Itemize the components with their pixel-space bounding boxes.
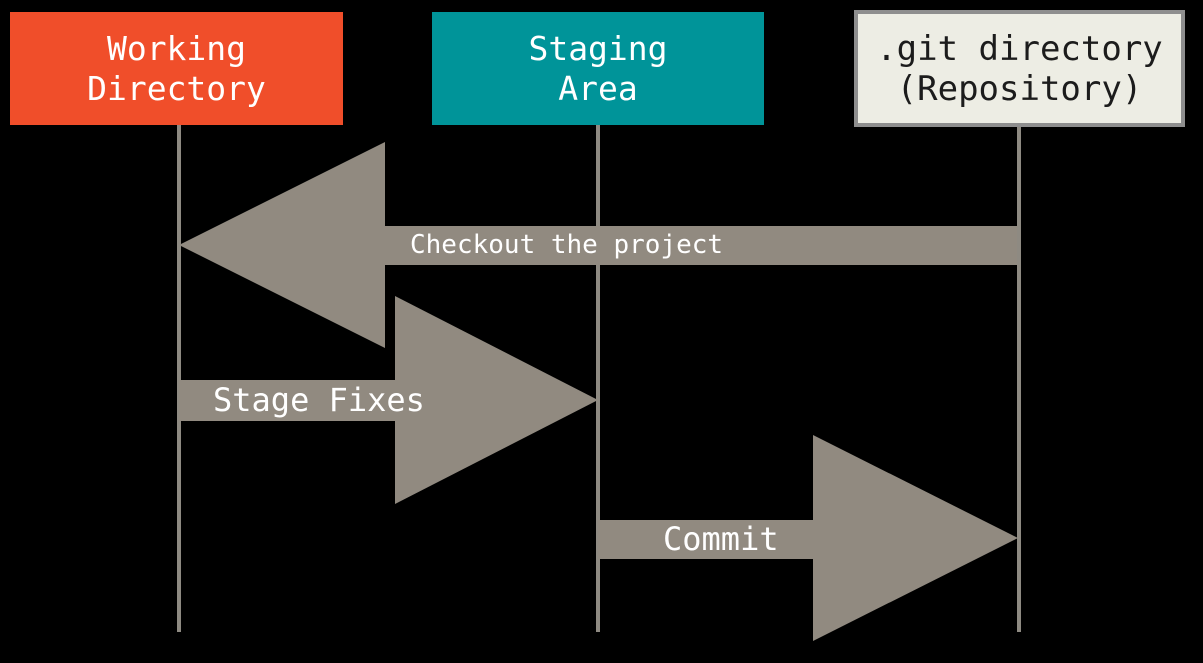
working-directory-label-line1: Working	[106, 28, 247, 68]
checkout-arrow-label: Checkout the project	[410, 230, 724, 260]
staging-area-label-line2: Area	[558, 68, 638, 108]
stage-fixes-arrow-shaft	[179, 380, 396, 421]
git-directory-box: .git directory (Repository)	[854, 10, 1185, 127]
git-directory-label-line2: (Repository)	[896, 68, 1143, 109]
stage-fixes-arrow-head	[395, 296, 598, 504]
working-directory-lifeline	[177, 125, 181, 632]
staging-area-label-line1: Staging	[528, 28, 668, 68]
checkout-arrow-shaft: Checkout the project	[384, 226, 1017, 265]
checkout-arrow-head	[179, 142, 385, 348]
stage-fixes-arrow-label: Stage Fixes	[213, 381, 425, 419]
working-directory-label-line2: Directory	[87, 68, 266, 108]
commit-arrow-head	[813, 435, 1018, 641]
staging-area-lifeline	[596, 125, 600, 632]
working-directory-box: Working Directory	[10, 12, 343, 125]
commit-arrow-shaft	[598, 520, 814, 559]
git-directory-label-line1: .git directory	[876, 28, 1163, 69]
commit-arrow-label: Commit	[663, 520, 779, 558]
staging-area-box: Staging Area	[432, 12, 764, 125]
git-directory-lifeline	[1017, 127, 1021, 632]
